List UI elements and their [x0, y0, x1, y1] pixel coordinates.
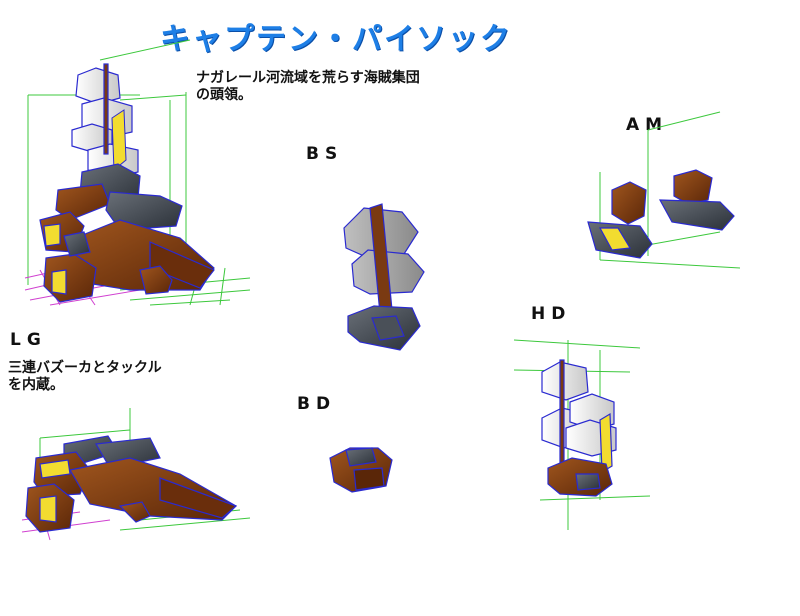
lg-description-line-2: を内蔵。	[8, 377, 64, 393]
lg-description-line-1: 三連バズーカとタックル	[8, 360, 162, 376]
lg-description: 三連バズーカとタックル を内蔵。	[8, 360, 162, 394]
part-label-am: AM	[626, 115, 669, 135]
description-line-2: の頭領。	[196, 87, 252, 103]
part-label-hd: HD	[531, 304, 572, 324]
hd-part-model	[513, 339, 651, 530]
part-label-bs: BS	[306, 144, 344, 164]
part-label-lg: LG	[10, 330, 47, 350]
part-label-bd: BD	[297, 394, 337, 414]
bs-part-model	[343, 203, 425, 351]
full-model	[24, 39, 251, 306]
lg-part-model	[21, 408, 251, 541]
page-title: キャプテン・パイソック	[160, 22, 512, 57]
character-description: ナガレール河流域を荒らす海賊集団 の頭領。	[196, 70, 420, 104]
description-line-1: ナガレール河流域を荒らす海賊集団	[196, 70, 420, 86]
am-part-model	[587, 111, 741, 269]
bd-part-model	[329, 447, 393, 493]
